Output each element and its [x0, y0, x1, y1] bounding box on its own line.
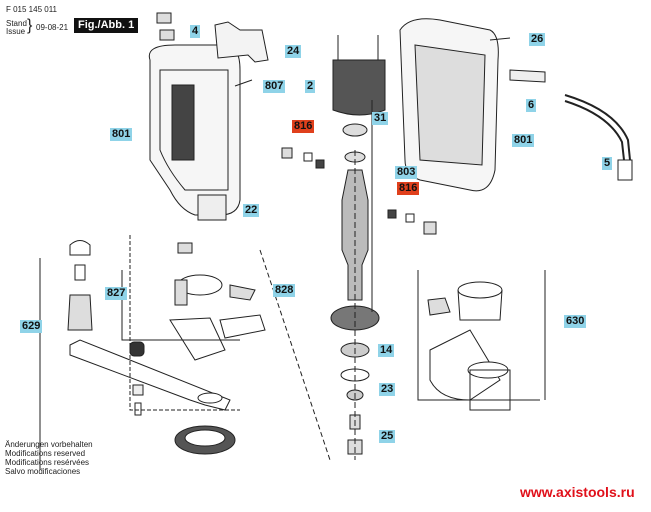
part-label-801-left[interactable]: 801	[110, 128, 133, 141]
issue-label: Issue	[6, 27, 26, 36]
knob	[67, 294, 93, 331]
note-es: Salvo modificaciones	[5, 467, 81, 476]
issue-date: 09-08-21	[36, 23, 69, 32]
brace: }	[27, 17, 33, 34]
part-label-630[interactable]: 630	[564, 315, 587, 328]
part-label-5[interactable]: 5	[602, 157, 613, 170]
watermark-link[interactable]: www.axistools.ru	[520, 484, 635, 500]
part-label-14[interactable]: 14	[378, 344, 395, 357]
guide-bar	[69, 339, 231, 411]
part-label-4[interactable]: 4	[190, 25, 201, 38]
part-label-23[interactable]: 23	[379, 383, 396, 396]
part-label-629[interactable]: 629	[20, 320, 43, 333]
part-label-803[interactable]: 803	[395, 166, 418, 179]
part-label-31[interactable]: 31	[372, 112, 389, 125]
switch-bracket	[214, 21, 269, 63]
power-cord	[564, 94, 631, 161]
part-label-807[interactable]: 807	[263, 80, 286, 93]
part-label-801-right[interactable]: 801	[512, 134, 535, 147]
part-label-26[interactable]: 26	[529, 33, 546, 46]
part-label-6[interactable]: 6	[526, 99, 537, 112]
part-label-827[interactable]: 827	[105, 287, 128, 300]
figure-label: Fig./Abb. 1	[74, 18, 139, 33]
motor-stator	[332, 59, 386, 116]
note-en: Modifications reserved	[5, 449, 86, 458]
part-label-22[interactable]: 22	[243, 204, 260, 217]
part-label-25[interactable]: 25	[379, 430, 396, 443]
part-label-2[interactable]: 2	[305, 80, 316, 93]
part-label-828[interactable]: 828	[273, 284, 296, 297]
note-fr: Modifications resérvées	[5, 458, 90, 467]
part-label-816-a[interactable]: 816	[292, 120, 315, 133]
note-de: Änderungen vorbehalten	[5, 440, 93, 449]
part-label-816-b[interactable]: 816	[397, 182, 420, 195]
dust-hood	[429, 329, 501, 401]
stand-label: Stand	[6, 19, 27, 28]
doc-number: F 015 145 011	[6, 5, 58, 14]
cord-sleeve	[509, 69, 546, 83]
part-label-24[interactable]: 24	[285, 45, 302, 58]
modification-notes: Änderungen vorbehalten Modifications res…	[5, 440, 93, 476]
